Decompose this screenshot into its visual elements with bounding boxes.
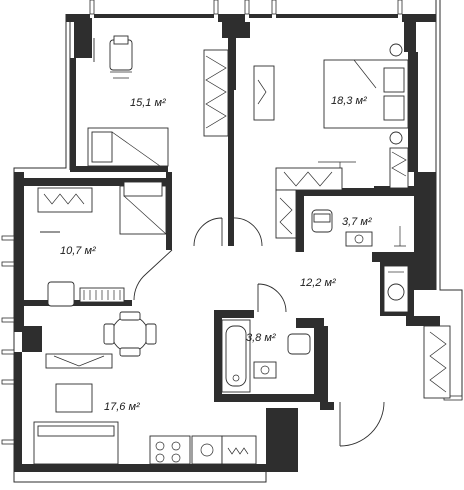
area-label-bedroom-right: 18,3 м² [331, 95, 367, 107]
hallway-fixtures [383, 265, 451, 399]
area-label-bathroom-bottom: 3,8 м² [246, 332, 276, 344]
room-labels: 15,1 м² 18,3 м² 3,7 м² 10,7 м² 12,2 м² 3… [60, 95, 372, 413]
bathroom-bottom-fixtures [221, 319, 311, 393]
bathroom-top-fixtures [275, 167, 406, 247]
area-label-child-room: 10,7 м² [60, 245, 96, 257]
bedroom-left-furniture [87, 35, 229, 167]
area-label-kitchen-living: 17,6 м² [104, 401, 140, 413]
kitchen-living-furniture [33, 311, 257, 465]
doors [40, 38, 385, 447]
windows [1, 0, 463, 445]
area-label-hallway: 12,2 м² [300, 277, 336, 289]
area-label-bedroom-left: 15,1 м² [130, 97, 166, 109]
child-room-furniture [37, 181, 167, 307]
bedroom-right-furniture [253, 43, 409, 189]
area-label-bathroom-top: 3,7 м² [342, 216, 372, 228]
